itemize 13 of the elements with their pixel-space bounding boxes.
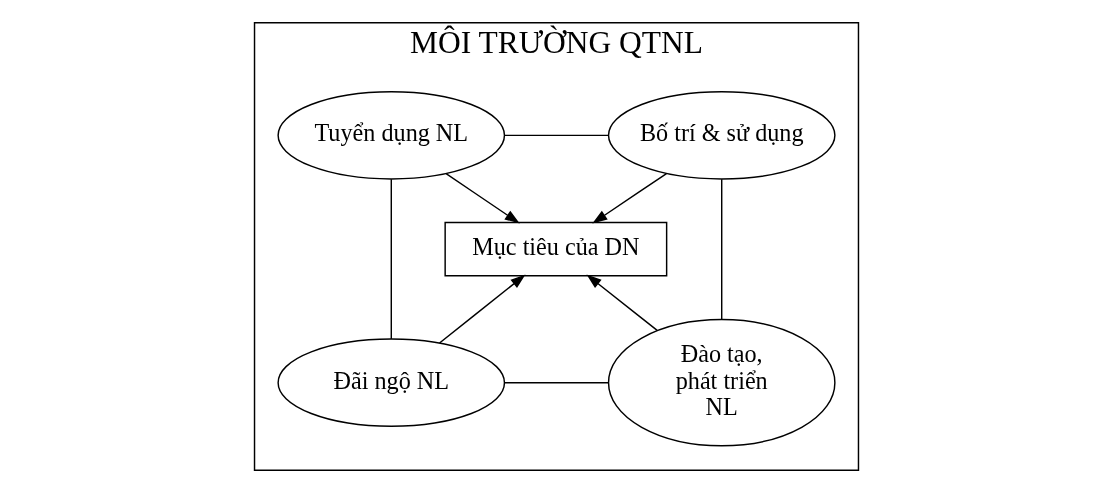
node-ellipse: Đãi ngộ NL <box>277 338 506 427</box>
connector <box>390 178 392 340</box>
node-ellipse: Bố trí & sử dụng <box>607 91 836 180</box>
node-box: Mục tiêu của DN <box>444 221 668 277</box>
node-ellipse: Tuyển dụng NL <box>277 91 506 180</box>
arrow <box>445 172 520 224</box>
arrow <box>592 172 668 224</box>
arrow <box>586 274 658 332</box>
connector <box>721 178 723 320</box>
arrow <box>438 274 526 344</box>
connector <box>503 381 610 384</box>
node-ellipse: Đào tạo, phát triển NL <box>607 318 836 447</box>
connector <box>503 134 610 137</box>
